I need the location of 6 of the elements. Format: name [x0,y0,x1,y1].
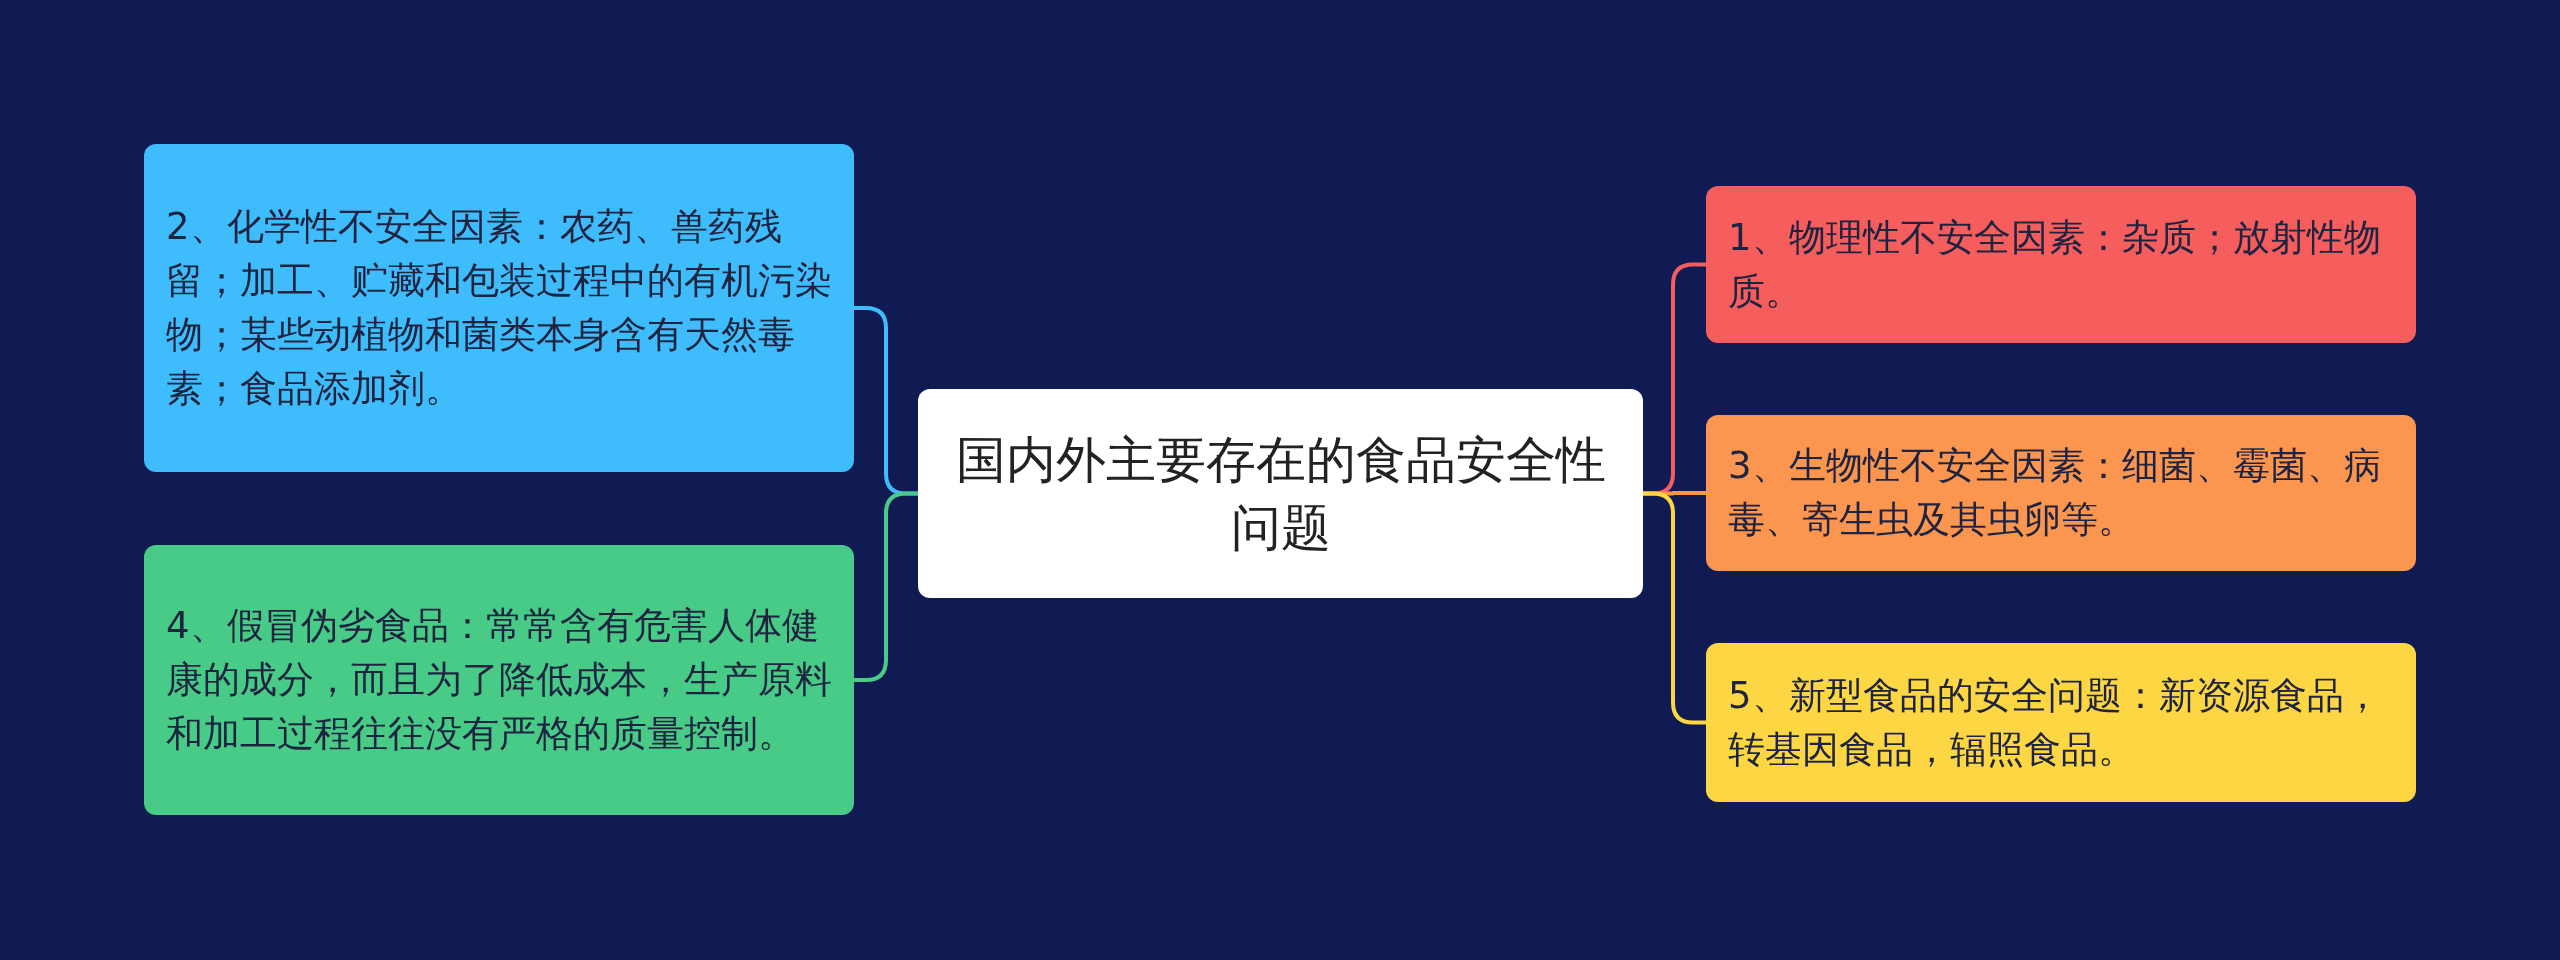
subtopic-box: 1、物理性不安全因素：杂质；放射性物质。 [1706,186,2416,343]
subtopic-box: 5、新型食品的安全问题：新资源食品，转基因食品，辐照食品。 [1706,643,2416,802]
subtopic-box: 3、生物性不安全因素：细菌、霉菌、病毒、寄生虫及其虫卵等。 [1706,415,2416,571]
topic-box: 国内外主要存在的食品安全性问题 [918,389,1643,598]
subtopic-box: 2、化学性不安全因素：农药、兽药残留；加工、贮藏和包装过程中的有机污染物；某些动植物和菌类本身含有天然毒素；食品添加剂。 [144,144,854,472]
subtopic-box: 4、假冒伪劣食品：常常含有危害人体健康的成分，而且为了降低成本，生产原料和加工过程往往没有严格的质量控制。 [144,545,854,815]
